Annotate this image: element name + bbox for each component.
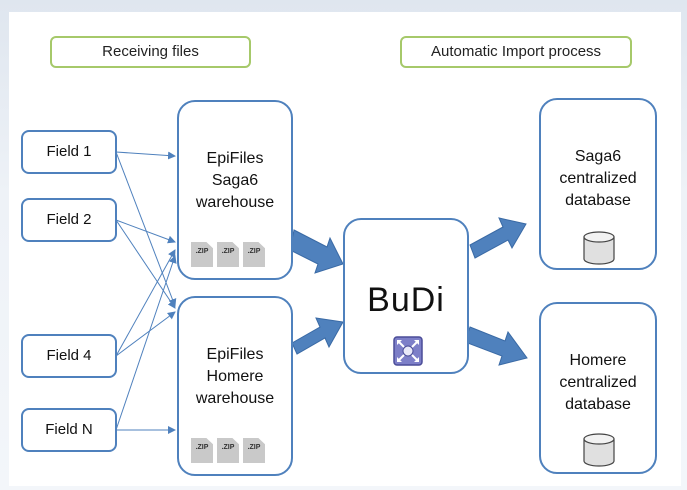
arrow-budi-to-saga6db xyxy=(469,217,527,259)
zip-file-icon: .ZIP xyxy=(191,438,213,463)
diagram-panel: Receiving files Automatic Import process… xyxy=(9,12,681,486)
zip-file-icon: .ZIP xyxy=(243,242,265,267)
zip-files-group: .ZIP .ZIP .ZIP xyxy=(191,242,265,267)
field-1-box: Field 1 xyxy=(21,130,117,174)
link-fieldn-saga6 xyxy=(115,255,177,431)
network-hub-icon xyxy=(393,336,423,366)
warehouse-name: Saga6 xyxy=(211,172,259,189)
saga6-warehouse-box: EpiFiles Saga6 warehouse .ZIP .ZIP .ZIP xyxy=(177,100,293,280)
warehouse-type: warehouse xyxy=(195,390,275,407)
link-field4-saga6 xyxy=(115,249,176,357)
zip-file-icon: .ZIP xyxy=(191,242,213,267)
arrow-homere-to-budi xyxy=(291,317,344,355)
link-field1-saga6 xyxy=(115,151,176,160)
warehouse-title: EpiFiles xyxy=(206,150,264,167)
database-type: database xyxy=(565,192,631,209)
database-name: Saga6 xyxy=(574,148,622,165)
database-desc: centralized xyxy=(559,170,637,187)
saga6-database-box: Saga6 centralized database xyxy=(539,98,657,270)
zip-file-icon: .ZIP xyxy=(217,438,239,463)
warehouse-name: Homere xyxy=(206,368,264,385)
field-n-box: Field N xyxy=(21,408,117,452)
link-field4-homere xyxy=(115,311,176,357)
zip-files-group: .ZIP .ZIP .ZIP xyxy=(191,438,265,463)
zip-file-icon: .ZIP xyxy=(243,438,265,463)
connectors xyxy=(115,151,528,434)
arrow-saga6-to-budi xyxy=(289,229,344,274)
homere-database-box: Homere centralized database xyxy=(539,302,657,474)
link-field2-saga6 xyxy=(115,219,176,244)
warehouse-type: warehouse xyxy=(195,194,275,211)
database-name: Homere xyxy=(569,352,627,369)
field-2-box: Field 2 xyxy=(21,198,117,242)
arrow-budi-to-homeredb xyxy=(464,326,528,366)
link-field2-homere xyxy=(115,219,176,309)
database-type: database xyxy=(565,396,631,413)
budi-process-box: BuDi xyxy=(343,218,469,374)
receiving-files-label: Receiving files xyxy=(50,36,251,68)
database-cylinder-icon xyxy=(583,231,615,265)
link-field1-homere xyxy=(115,151,177,307)
database-desc: centralized xyxy=(559,374,637,391)
homere-warehouse-box: EpiFiles Homere warehouse .ZIP .ZIP .ZIP xyxy=(177,296,293,476)
database-cylinder-icon xyxy=(583,433,615,467)
zip-file-icon: .ZIP xyxy=(217,242,239,267)
field-4-box: Field 4 xyxy=(21,334,117,378)
warehouse-title: EpiFiles xyxy=(206,346,264,363)
budi-title: BuDi xyxy=(367,281,445,319)
import-process-label: Automatic Import process xyxy=(400,36,632,68)
